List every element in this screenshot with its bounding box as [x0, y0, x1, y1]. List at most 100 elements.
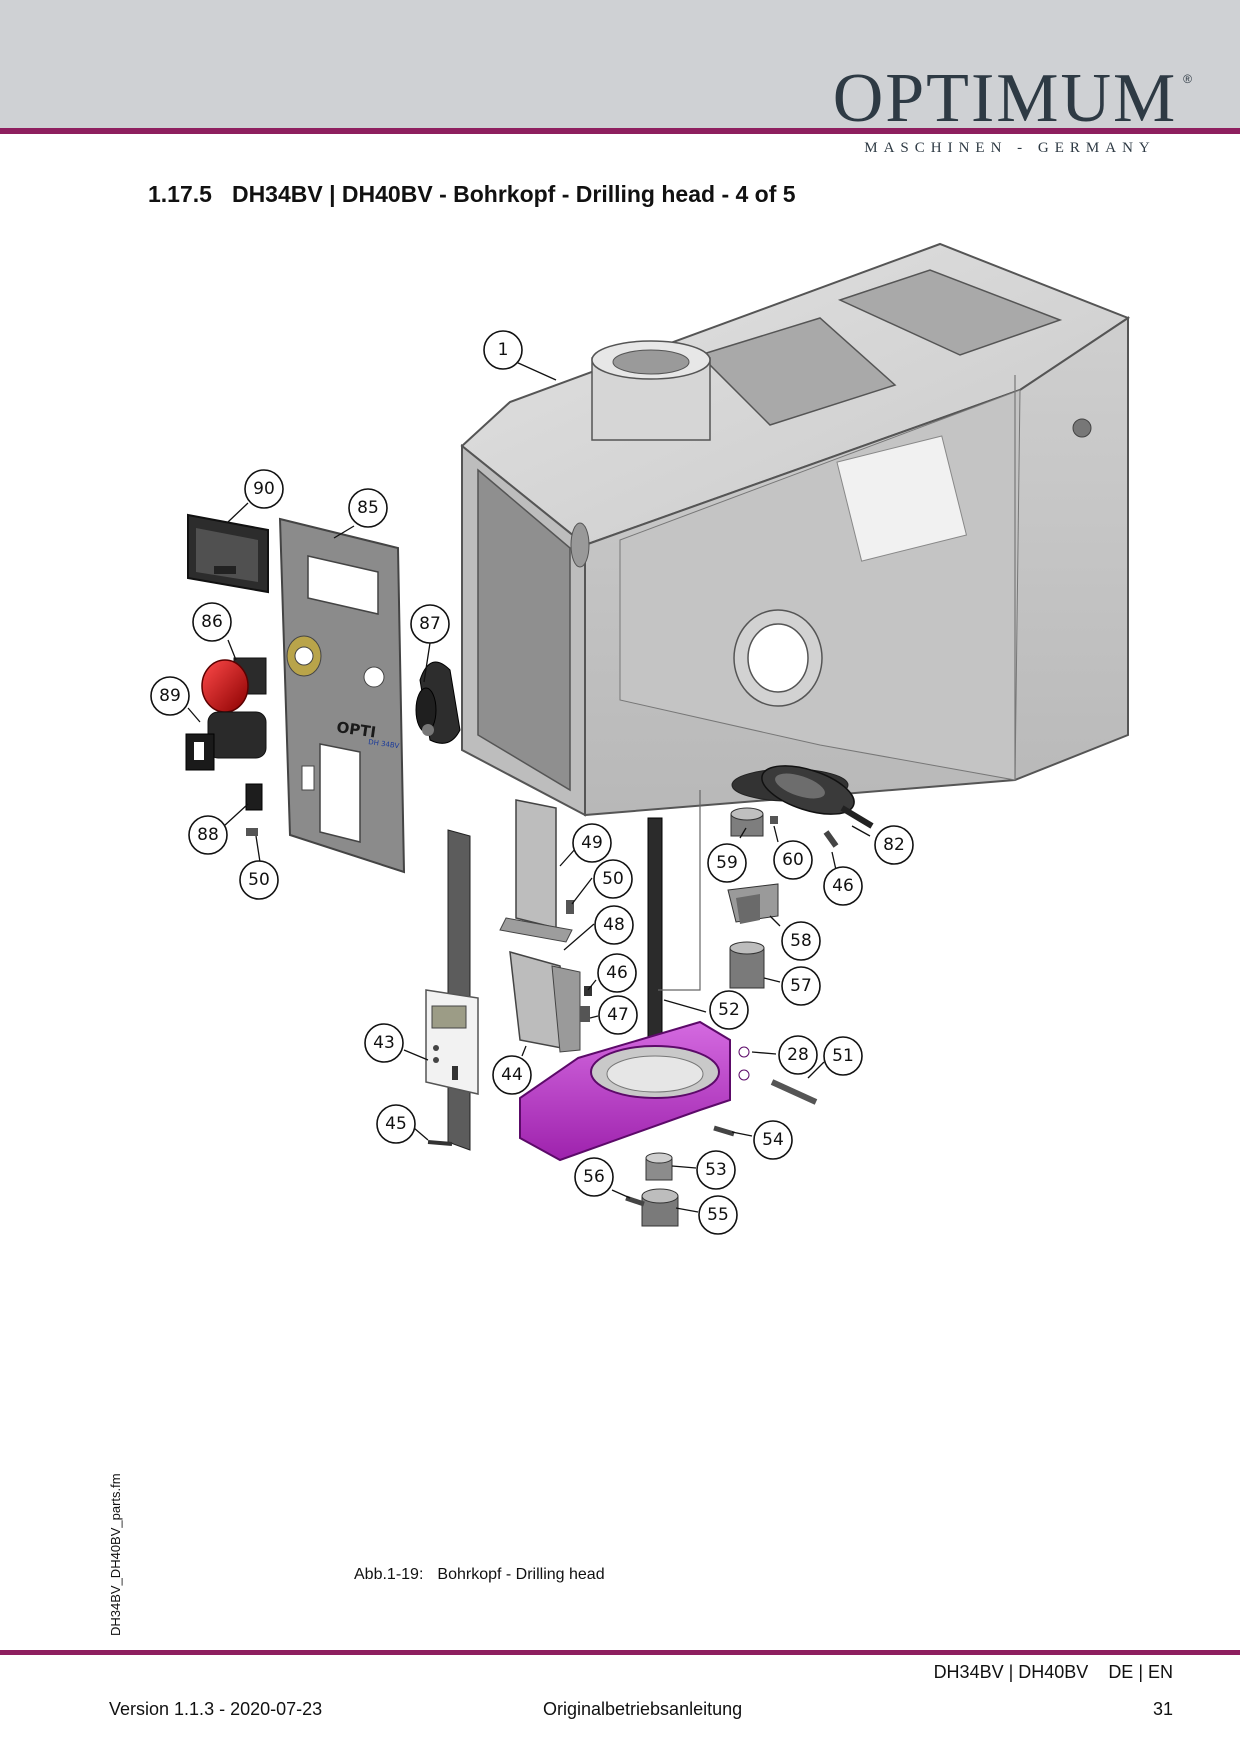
callout-52: 52 — [709, 990, 749, 1030]
svg-text:51: 51 — [832, 1046, 854, 1066]
svg-text:59: 59 — [716, 853, 738, 873]
callout-53: 53 — [696, 1150, 736, 1190]
screw-50-right — [566, 900, 574, 914]
callout-51: 51 — [823, 1036, 863, 1076]
control-panel-plate: OPTI DH 34BV — [278, 517, 406, 874]
header-rule — [0, 128, 1240, 134]
callout-45: 45 — [376, 1104, 416, 1144]
callout-55: 55 — [698, 1195, 738, 1235]
nut-46-left — [584, 986, 592, 996]
guide-column — [499, 799, 573, 943]
svg-text:44: 44 — [501, 1065, 523, 1085]
svg-text:50: 50 — [602, 869, 624, 889]
figure-caption-text: Bohrkopf - Drilling head — [437, 1566, 605, 1583]
pin-56 — [625, 1195, 645, 1207]
callout-1: 1 — [483, 330, 523, 370]
callout-89: 89 — [150, 676, 190, 716]
clamp-block-58 — [727, 883, 779, 924]
svg-text:46: 46 — [832, 876, 854, 896]
callout-54: 54 — [753, 1120, 793, 1160]
bushing-59 — [730, 807, 764, 837]
svg-text:82: 82 — [883, 835, 905, 855]
panel-brand-text: OPTI — [335, 718, 377, 741]
footer-languages: DE | EN — [1108, 1662, 1173, 1682]
svg-text:28: 28 — [787, 1045, 809, 1065]
screw-50-left — [246, 828, 258, 836]
source-file-label: DH34BV_DH40BV_parts.fm — [108, 1473, 123, 1636]
registered-mark: ® — [1183, 72, 1192, 86]
callout-46-left: 46 — [597, 953, 637, 993]
small-switch — [245, 783, 263, 811]
callout-88: 88 — [188, 815, 228, 855]
svg-text:85: 85 — [357, 498, 379, 518]
svg-text:89: 89 — [159, 686, 181, 706]
svg-text:52: 52 — [718, 1000, 740, 1020]
screw-47 — [580, 1006, 590, 1022]
callout-46-right: 46 — [823, 866, 863, 906]
footer-model-name: DH34BV | DH40BV — [933, 1662, 1089, 1682]
svg-text:90: 90 — [253, 479, 275, 499]
callout-28: 28 — [778, 1035, 818, 1075]
section-number: 1.17.5 — [148, 181, 212, 207]
callout-60: 60 — [773, 840, 813, 880]
callout-50-right: 50 — [593, 859, 633, 899]
bracket-44 — [509, 950, 581, 1053]
svg-text:88: 88 — [197, 825, 219, 845]
figure-label: Abb.1-19: — [354, 1566, 424, 1583]
callout-86: 86 — [192, 602, 232, 642]
footer-doc-type: Originalbetriebsanleitung — [543, 1699, 743, 1719]
drilling-head-housing — [460, 242, 1131, 817]
svg-text:47: 47 — [607, 1005, 629, 1025]
bolt-51 — [770, 1079, 818, 1105]
section-title: 1.17.5 DH34BV | DH40BV - Bohrkopf - Drill… — [148, 181, 796, 208]
screw-45 — [427, 1140, 453, 1146]
footer-model: DH34BV | DH40BV DE | EN — [934, 1662, 1173, 1683]
feed-hub — [761, 765, 874, 829]
callout-58: 58 — [781, 921, 821, 961]
svg-text:87: 87 — [419, 614, 441, 634]
svg-text:53: 53 — [705, 1160, 727, 1180]
callout-48: 48 — [594, 905, 634, 945]
depth-scale-bar — [447, 829, 471, 1151]
leader-lines — [187, 361, 871, 1213]
screw-46-right — [823, 830, 839, 848]
svg-text:48: 48 — [603, 915, 625, 935]
figure-caption: Abb.1-19: Bohrkopf - Drilling head — [354, 1566, 605, 1584]
footer-version: Version 1.1.3 - 2020-07-23 — [109, 1699, 323, 1719]
brand-logo: OPTIMUM ® MASCHINEN - GERMANY — [810, 60, 1200, 160]
callout-43: 43 — [364, 1023, 404, 1063]
callout-56: 56 — [574, 1157, 614, 1197]
callout-50-left: 50 — [239, 860, 279, 900]
svg-text:55: 55 — [707, 1205, 729, 1225]
digital-display — [187, 513, 269, 594]
callout-90: 90 — [244, 469, 284, 509]
footer-rule — [0, 1650, 1240, 1655]
selector-switch — [185, 711, 267, 771]
svg-text:50: 50 — [248, 870, 270, 890]
svg-text:86: 86 — [201, 612, 223, 632]
potentiometer-knob — [415, 661, 461, 744]
svg-text:56: 56 — [583, 1167, 605, 1187]
callout-57: 57 — [781, 966, 821, 1006]
svg-text:1: 1 — [498, 340, 509, 360]
svg-text:58: 58 — [790, 931, 812, 951]
emergency-stop-button — [201, 657, 267, 713]
svg-text:57: 57 — [790, 976, 812, 996]
header-band — [0, 0, 1240, 130]
magenta-bracket — [519, 1020, 750, 1162]
section-heading: DH34BV | DH40BV - Bohrkopf - Drilling he… — [231, 181, 796, 207]
brand-name: OPTIMUM — [832, 60, 1178, 137]
cap-55 — [641, 1188, 679, 1227]
callout-49: 49 — [572, 823, 612, 863]
sleeve-57 — [729, 941, 765, 989]
leader-rod — [658, 790, 701, 991]
callout-85: 85 — [348, 488, 388, 528]
pin-54 — [713, 1125, 735, 1137]
callout-44: 44 — [492, 1055, 532, 1095]
svg-text:43: 43 — [373, 1033, 395, 1053]
callout-59: 59 — [707, 843, 747, 883]
nut-53 — [645, 1152, 673, 1181]
callout-47: 47 — [598, 995, 638, 1035]
page-number: 31 — [1152, 1699, 1173, 1719]
svg-text:60: 60 — [782, 850, 804, 870]
